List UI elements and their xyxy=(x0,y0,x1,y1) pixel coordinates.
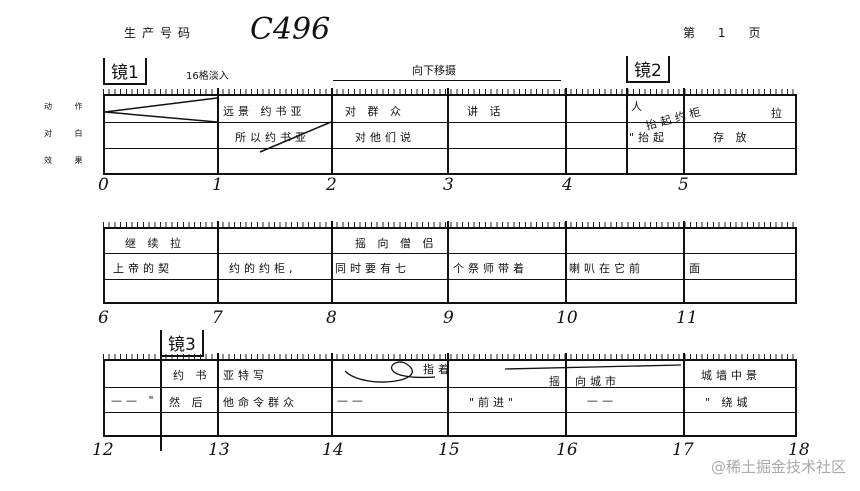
action-cell: 摇 向 僧 侣 xyxy=(355,237,438,250)
dialogue-cell: 约的约柜, xyxy=(229,262,297,275)
frame-ruler xyxy=(103,354,797,360)
page-number: 1 xyxy=(717,26,726,40)
action-cell: 亚特写 xyxy=(223,369,268,382)
dialogue-cell: " 绕城 xyxy=(705,396,752,409)
dialogue-cell: "抬起 xyxy=(629,131,669,144)
action-cell: 对 群 众 xyxy=(345,105,405,118)
action-cell: 拉 xyxy=(771,107,786,120)
action-cell: 人 xyxy=(631,100,646,113)
dialogue-cell: —— xyxy=(587,394,617,407)
frame-number: 18 xyxy=(788,440,810,460)
frame-number: 11 xyxy=(676,308,698,328)
frame-number: 9 xyxy=(443,308,454,328)
dialogue-cell: 对他们说 xyxy=(355,131,415,144)
dialogue-cell: 面 xyxy=(689,262,704,275)
production-code: C496 xyxy=(250,12,331,47)
frame-number: 14 xyxy=(322,440,344,460)
dialogue-cell: 同时要有七 xyxy=(335,262,410,275)
strip-1: 远景 约书亚 对 群 众 讲 话 人 抬起约柜 拉 所以约书亚 对他们说 "抬起… xyxy=(103,88,797,175)
page-indicator: 第 1 页 xyxy=(683,24,760,41)
fade-in-note: 16格淡入 xyxy=(186,71,229,82)
frame-number: 8 xyxy=(326,308,337,328)
watermark: @稀土掘金技术社区 xyxy=(710,458,846,476)
row-label-dialogue: 对 白 xyxy=(44,129,93,138)
production-number-label: 生产号码 xyxy=(124,26,197,40)
frame-number: 15 xyxy=(438,440,460,460)
shot-3-label: 镜3 xyxy=(160,330,204,357)
fade-in-wedge xyxy=(105,97,332,153)
frame-number: 1 xyxy=(212,175,223,195)
shot-2-label: 镜2 xyxy=(626,56,670,83)
frame-number: 12 xyxy=(92,440,114,460)
frame-number: 7 xyxy=(212,308,223,328)
shot-1-label: 镜1 xyxy=(103,58,147,85)
strip-3: 约 书 亚特写 指着 摇 向城市 城墙中景 —— " 然 后 他命令群众 —— … xyxy=(103,353,797,451)
action-cell: 远景 约书亚 xyxy=(223,105,306,118)
pan-arrow xyxy=(333,80,561,81)
action-cell: 约 书 xyxy=(173,369,211,382)
frame-number: 16 xyxy=(556,440,578,460)
dialogue-cell: —— xyxy=(337,394,367,407)
page-suffix: 页 xyxy=(748,26,761,40)
dialogue-cell: 上帝的契 xyxy=(113,262,173,275)
dialogue-cell: 喇叭在它前 xyxy=(569,262,644,275)
action-cell: 向城市 xyxy=(575,375,620,388)
dialogue-cell: 然 后 xyxy=(169,396,207,409)
page-prefix: 第 xyxy=(683,26,696,40)
frame-number: 6 xyxy=(98,308,109,328)
frame-number: 13 xyxy=(208,440,230,460)
action-cell: 指着 xyxy=(423,363,453,376)
dialogue-cell: "前进" xyxy=(469,396,518,409)
pan-down-note: 向下移摄 xyxy=(412,64,456,77)
action-cell: 继 续 拉 xyxy=(125,237,185,250)
dialogue-cell: 他命令群众 xyxy=(223,396,298,409)
dialogue-cell: 个祭师带着 xyxy=(453,262,528,275)
action-cell: 讲 话 xyxy=(467,105,505,118)
action-cell: 城墙中景 xyxy=(701,369,761,382)
pointing-scribble xyxy=(344,361,682,383)
frame-number: 0 xyxy=(98,175,109,195)
frame-number: 2 xyxy=(326,175,337,195)
frame-ruler xyxy=(103,222,797,228)
dialogue-cell: —— " xyxy=(111,394,158,407)
frame-ruler xyxy=(103,89,797,95)
dialogue-cell: 存 放 xyxy=(713,131,751,144)
frame-number: 17 xyxy=(672,440,694,460)
frame-number: 3 xyxy=(443,175,454,195)
row-label-action: 动 作 xyxy=(44,102,93,111)
frame-number: 10 xyxy=(556,308,578,328)
strip-2: 继 续 拉 摇 向 僧 侣 上帝的契 约的约柜, 同时要有七 个祭师带着 喇叭在… xyxy=(103,221,797,304)
row-label-effects: 效 果 xyxy=(44,156,93,165)
dialogue-cell: 所以约书亚 xyxy=(235,131,310,144)
frame-number: 5 xyxy=(678,175,689,195)
frame-number: 4 xyxy=(562,175,573,195)
action-cell: 摇 xyxy=(549,375,564,388)
